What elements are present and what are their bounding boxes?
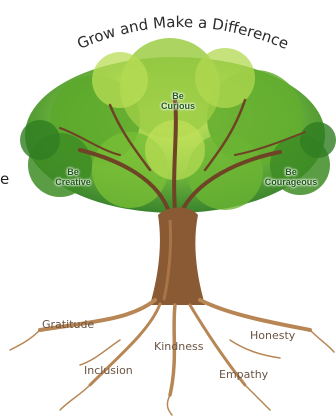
trait-curious: Be Curious bbox=[158, 91, 198, 111]
trunk bbox=[150, 208, 205, 306]
trait-creative: Be Creative bbox=[48, 167, 98, 187]
trait-courageous: Be Courageous bbox=[256, 167, 326, 187]
root-label-honesty: Honesty bbox=[250, 329, 295, 342]
root-label-inclusion: Inclusion bbox=[84, 364, 133, 377]
edge-text-fragment: e bbox=[0, 170, 9, 188]
root-label-kindness: Kindness bbox=[154, 340, 203, 353]
root-label-empathy: Empathy bbox=[219, 368, 268, 381]
root-label-gratitude: Gratitude bbox=[42, 318, 94, 331]
